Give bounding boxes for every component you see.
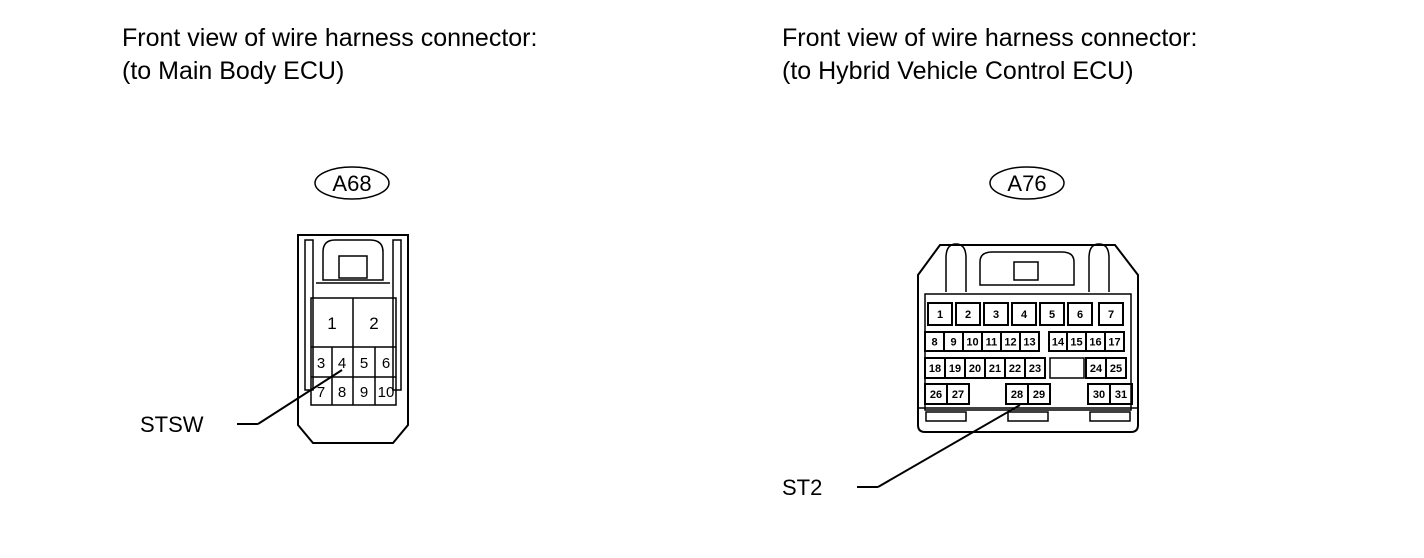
pin-label: 11 <box>986 337 998 349</box>
pin-label: 3 <box>317 355 325 372</box>
heading-line-2: (to Hybrid Vehicle Control ECU) <box>782 57 1134 85</box>
pin-label: 2 <box>369 314 378 333</box>
pin-label: 9 <box>950 337 956 349</box>
connector-tag-ellipse <box>314 166 390 200</box>
pin-cell <box>927 302 953 326</box>
pin-label: 23 <box>1029 363 1041 375</box>
pin-label: 29 <box>1033 389 1045 401</box>
pin-cell <box>1098 302 1124 326</box>
pin-cell <box>1024 357 1046 379</box>
pin-label: 25 <box>1110 363 1122 375</box>
pin-label: 6 <box>382 355 390 372</box>
lock-key <box>1013 261 1039 281</box>
pin-cell <box>1019 331 1040 352</box>
pin-labels-a68: 1 2 3 4 5 6 7 8 9 10 <box>317 314 395 401</box>
pin-label: 30 <box>1093 389 1105 401</box>
pin-label: 28 <box>1011 389 1023 401</box>
pin-label: 5 <box>360 355 368 372</box>
pin-label: 7 <box>1108 309 1114 321</box>
pin-label: 12 <box>1004 337 1016 349</box>
pin-cell <box>1027 383 1051 405</box>
pin-label: 3 <box>993 309 999 321</box>
pin-cell <box>955 302 981 326</box>
connector-a76 <box>857 166 1139 488</box>
pin-blank <box>1049 357 1085 379</box>
pin-label: 15 <box>1070 337 1082 349</box>
latch-slot-right <box>392 239 402 391</box>
pin-label: 8 <box>931 337 937 349</box>
latch-right <box>1088 243 1110 292</box>
pin-label: 13 <box>1023 337 1035 349</box>
pin-label: 20 <box>969 363 981 375</box>
connector-a68-heading: Front view of wire harness connector: (t… <box>122 22 537 88</box>
pin-cell <box>1011 302 1037 326</box>
pin-label: 9 <box>360 384 368 401</box>
pin-label: 22 <box>1009 363 1021 375</box>
pin-label: 18 <box>929 363 941 375</box>
pin-label: 10 <box>966 337 978 349</box>
pin-label: 17 <box>1108 337 1120 349</box>
pin-label: 4 <box>1021 309 1028 321</box>
heading-line-1: Front view of wire harness connector: <box>782 24 1198 52</box>
pin-label: 1 <box>937 309 943 321</box>
callout-label-st2: ST2 <box>782 475 822 500</box>
pin-label: 16 <box>1089 337 1101 349</box>
connector-a68 <box>237 166 409 444</box>
pin-label: 26 <box>930 389 942 401</box>
pin-cell <box>1067 302 1093 326</box>
heading-line-1: Front view of wire harness connector: <box>122 24 538 52</box>
pin-label: 7 <box>317 384 325 401</box>
heading-line-2: (to Main Body ECU) <box>122 57 345 85</box>
bottom-foot <box>1007 411 1049 422</box>
pin-label: 1 <box>327 314 336 333</box>
bottom-foot <box>1089 411 1131 422</box>
pin-cell <box>1104 331 1125 352</box>
pin-label: 27 <box>952 389 964 401</box>
connector-body <box>297 234 409 444</box>
latch-slot-left <box>304 239 314 391</box>
connector-body <box>917 244 1139 433</box>
pin-cell <box>1105 357 1127 379</box>
callout-leader-stsw <box>257 369 343 425</box>
pin-label: 5 <box>1049 309 1055 321</box>
lock-key <box>338 255 368 279</box>
connector-a76-heading: Front view of wire harness connector: (t… <box>782 22 1197 88</box>
pin-cell <box>1039 302 1065 326</box>
connector-tag: A68 <box>332 171 371 196</box>
pin-label: 21 <box>989 363 1001 375</box>
callout-leader-st2 <box>877 404 1021 488</box>
callout-label-stsw: STSW <box>140 412 204 437</box>
pin-label: 31 <box>1115 389 1127 401</box>
connector-tag-ellipse <box>989 166 1065 200</box>
pin-label: 6 <box>1077 309 1083 321</box>
pin-cell <box>946 383 970 405</box>
pin-label: 4 <box>338 355 346 372</box>
pin-label: 8 <box>338 384 346 401</box>
pin-label: 2 <box>965 309 971 321</box>
pin-label: 10 <box>378 384 395 401</box>
lock-tab <box>322 239 384 281</box>
latch-left <box>945 243 967 292</box>
pin-label: 14 <box>1052 337 1065 349</box>
pin-cell <box>1109 383 1133 405</box>
pin-cell <box>983 302 1009 326</box>
pin-label: 24 <box>1090 363 1103 375</box>
a76-pin-cells <box>924 302 1133 405</box>
lock-tab <box>979 251 1075 286</box>
pin-label: 19 <box>949 363 961 375</box>
connector-tag: A76 <box>1007 171 1046 196</box>
bottom-foot <box>925 411 967 422</box>
